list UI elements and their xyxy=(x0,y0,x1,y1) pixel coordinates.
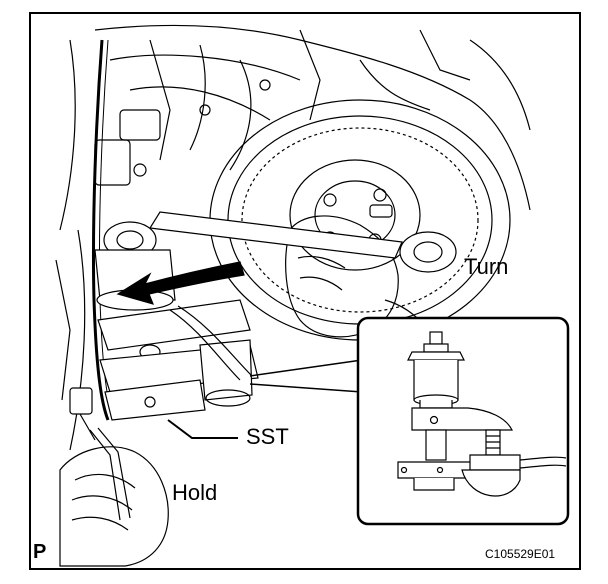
holding-hand xyxy=(59,387,169,567)
hold-label: Hold xyxy=(172,480,218,505)
sst-label: SST xyxy=(246,424,289,449)
inset-leader-bottom xyxy=(249,359,363,377)
inset-detail xyxy=(356,316,570,526)
ring-wrench xyxy=(103,211,457,273)
corner-mark: P xyxy=(33,541,47,563)
turn-label: Turn xyxy=(464,254,509,279)
figure-border xyxy=(29,12,581,570)
rotation-arrow xyxy=(116,261,245,305)
engine-housing xyxy=(55,24,531,451)
inset-leader-top xyxy=(249,383,363,393)
figure-code: C105529E01 xyxy=(485,547,556,561)
sst-leader-line xyxy=(167,419,238,439)
